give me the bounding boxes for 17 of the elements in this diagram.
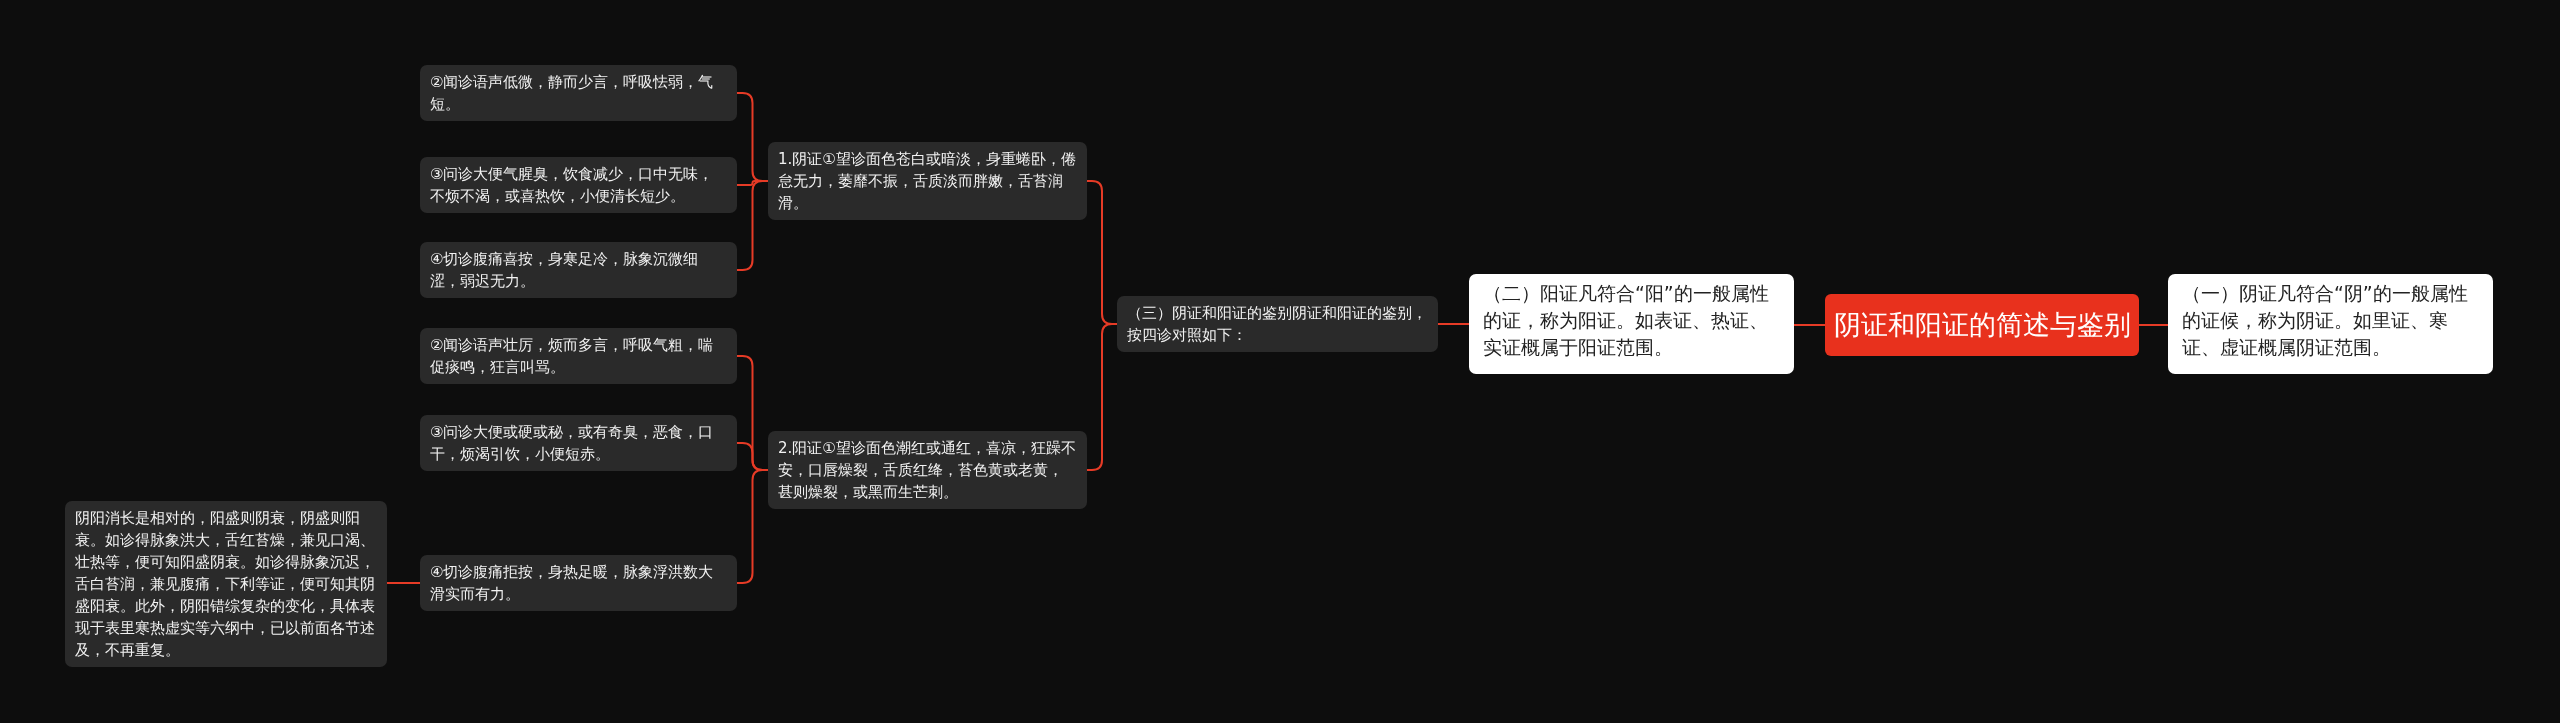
subtopic-box: （三）阴证和阳证的鉴别阴证和阳证的鉴别，按四诊对照如下：	[1117, 296, 1438, 352]
subtopic-box: ④切诊腹痛喜按，身寒足冷，脉象沉微细涩，弱迟无力。	[420, 242, 737, 298]
subtopic-box: 2.阳证①望诊面色潮红或通红，喜凉，狂躁不安，口唇燥裂，舌质红绛，苔色黄或老黄，甚则燥裂，或黑而生芒刺。	[768, 431, 1087, 509]
connector-line	[2138, 324, 2169, 326]
central-topic-box: 阴证和阳证的简述与鉴别	[1825, 294, 2139, 356]
connector-line	[1793, 324, 1826, 326]
topic-box: （二）阳证凡符合“阳”的一般属性的证，称为阳证。如表证、热证、实证概属于阳证范围。	[1469, 274, 1794, 374]
subtopic-box: 阴阳消长是相对的，阳盛则阴衰，阴盛则阳衰。如诊得脉象洪大，舌红苔燥，兼见口渴、壮热等，便可知阳盛阴衰。如诊得脉象沉迟，舌白苔润，兼见腹痛，下利等证，便可知其阴盛阳衰。此外，阴阳错综复杂的变化，具体表现于表里寒热虚实等六纲中，已以前面各节述及，不再重复。	[65, 501, 387, 667]
connector-line	[1437, 323, 1470, 325]
subtopic-box: ③问诊大便气腥臭，饮食减少，口中无味，不烦不渴，或喜热饮，小便清长短少。	[420, 157, 737, 213]
topic-box: （一）阴证凡符合“阴”的一般属性的证候，称为阴证。如里证、寒证、虚证概属阴证范围。	[2168, 274, 2493, 374]
subtopic-box: ④切诊腹痛拒按，身热足暖，脉象浮洪数大滑实而有力。	[420, 555, 737, 611]
subtopic-box: ②闻诊语声壮厉，烦而多言，呼吸气粗，喘促痰鸣，狂言叫骂。	[420, 328, 737, 384]
subtopic-box: ②闻诊语声低微，静而少言，呼吸怯弱，气短。	[420, 65, 737, 121]
subtopic-box: 1.阴证①望诊面色苍白或暗淡，身重蜷卧，倦怠无力，萎靡不振，舌质淡而胖嫩，舌苔润滑。	[768, 142, 1087, 220]
subtopic-box: ③问诊大便或硬或秘，或有奇臭，恶食，口干，烦渴引饮，小便短赤。	[420, 415, 737, 471]
connector-line	[386, 582, 421, 584]
